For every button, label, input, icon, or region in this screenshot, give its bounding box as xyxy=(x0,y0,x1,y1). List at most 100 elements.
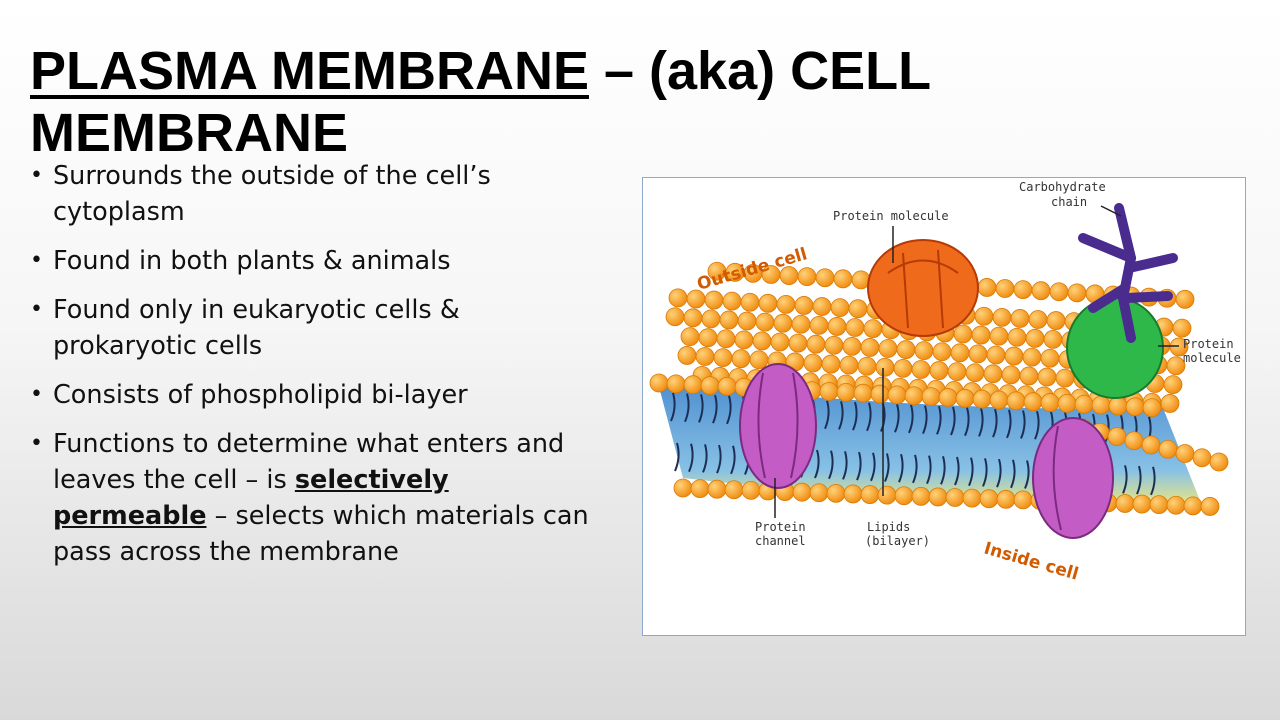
phospholipid-head xyxy=(983,364,1003,384)
phospholipid-head xyxy=(803,353,823,373)
phospholipid-head xyxy=(649,373,669,393)
fatty-acid-tail xyxy=(894,403,904,483)
bullet-text: Surrounds the outside of the cell’s cyto… xyxy=(53,161,491,227)
phospholipid-head xyxy=(857,356,877,376)
phospholipid-head xyxy=(821,354,841,374)
bullet-text: Found in both plants & animals xyxy=(53,246,451,276)
phospholipid-head xyxy=(979,489,999,509)
phospholipid-head xyxy=(1169,337,1189,357)
phospholipid-head xyxy=(690,479,710,498)
phospholipid-head xyxy=(875,357,895,377)
phospholipid-head xyxy=(938,388,958,407)
bullet-text: Found only in eukaryotic cells & prokary… xyxy=(53,295,460,361)
phospholipid-head xyxy=(965,363,985,383)
fatty-acid-tail xyxy=(1006,409,1016,489)
phospholipid-head xyxy=(758,293,778,313)
phospholipid-head xyxy=(731,349,751,369)
phospholipid-head xyxy=(788,333,808,353)
label-protein-channel-line2: channel xyxy=(755,534,806,548)
phospholipid-head xyxy=(1091,395,1111,415)
fatty-acid-tail xyxy=(824,400,834,480)
phospholipid-head xyxy=(773,313,793,333)
title-rest: – (aka) CELL MEMBRANE xyxy=(30,41,931,163)
phospholipid-head xyxy=(1158,439,1178,459)
phospholipid-head xyxy=(953,324,973,344)
phospholipid-head xyxy=(1057,393,1077,413)
phospholipid-head xyxy=(665,307,685,327)
phospholipid-head xyxy=(1115,494,1135,513)
phospholipid-head xyxy=(1192,448,1212,468)
phospholipid-head xyxy=(700,376,720,395)
phospholipid-head xyxy=(929,361,949,380)
phospholipid-head xyxy=(1007,327,1027,347)
bullet-item: Found in both plants & animals xyxy=(30,243,610,279)
label-protein-molecule-right-line2: molecule xyxy=(1183,351,1241,365)
phospholipid-head xyxy=(1149,495,1169,515)
phospholipid-head xyxy=(928,487,948,507)
phospholipid-head xyxy=(911,486,931,506)
protein-channel-right xyxy=(1032,417,1114,539)
phospholipid-head xyxy=(1013,280,1033,299)
fatty-acid-tail xyxy=(922,405,932,484)
phospholipid-head xyxy=(776,294,796,314)
phospholipid-head xyxy=(812,297,832,316)
fatty-acid-tail xyxy=(684,393,694,473)
bullet-text: Consists of phospholipid bi-layer xyxy=(53,380,468,410)
phospholipid-head xyxy=(921,387,941,407)
phospholipid-head xyxy=(950,343,970,363)
phospholipid-head xyxy=(830,298,850,318)
fatty-acid-tail xyxy=(712,394,722,474)
phospholipid-head xyxy=(741,480,761,500)
phospholipid-head xyxy=(668,288,688,308)
fatty-acid-tail xyxy=(964,407,974,487)
phospholipid-head xyxy=(870,384,890,404)
phospholipid-head xyxy=(792,482,812,502)
phospholipid-head xyxy=(683,375,703,395)
phospholipid-head xyxy=(1010,309,1030,328)
fatty-acid-tail xyxy=(950,406,960,486)
phospholipid-head xyxy=(824,335,844,355)
phospholipid-head xyxy=(974,306,994,326)
phospholipid-head xyxy=(740,292,760,312)
phospholipid-head xyxy=(752,331,772,351)
phospholipid-head xyxy=(1175,289,1195,309)
phospholipid-head xyxy=(701,309,721,329)
phospholipid-head xyxy=(1001,365,1021,385)
phospholipid-head xyxy=(809,315,829,335)
phospholipid-head xyxy=(1025,328,1045,348)
phospholipid-head xyxy=(971,325,991,345)
phospholipid-head xyxy=(695,347,715,366)
phospholipid-head xyxy=(1209,452,1229,472)
phospholipid-head xyxy=(955,388,975,408)
phospholipid-head xyxy=(1163,375,1183,395)
phospholipid-head xyxy=(848,299,868,319)
protein-molecule-top xyxy=(867,239,979,337)
label-inside-cell: Inside cell xyxy=(982,539,1081,585)
fatty-acid-tail xyxy=(838,401,848,480)
phospholipid-head xyxy=(1040,393,1060,412)
phospholipid-head xyxy=(833,269,853,289)
phospholipid-head xyxy=(1067,283,1087,303)
phospholipid-head xyxy=(680,327,700,347)
phospholipid-head xyxy=(1166,495,1186,515)
phospholipid-head xyxy=(896,340,916,359)
phospholipid-head xyxy=(853,383,873,403)
phospholipid-head xyxy=(860,485,880,504)
fatty-acid-tail xyxy=(1020,410,1030,489)
phospholipid-head xyxy=(878,339,898,358)
phospholipid-head xyxy=(972,389,992,409)
phospholipid-head xyxy=(843,484,863,504)
phospholipid-head xyxy=(839,355,859,375)
phospholipid-head xyxy=(819,382,839,401)
label-protein-channel-line1: Protein xyxy=(755,520,806,534)
label-carbohydrate-chain-line1: Carbohydrate xyxy=(1019,180,1106,194)
phospholipid-head xyxy=(845,318,865,337)
phospholipid-head xyxy=(666,374,686,394)
phospholipid-head xyxy=(996,489,1016,509)
phospholipid-head xyxy=(719,310,739,330)
phospholipid-head xyxy=(713,348,733,368)
phospholipid-head xyxy=(806,334,826,354)
label-leader-lines xyxy=(774,205,1179,518)
phospholipid-head xyxy=(962,488,982,508)
phospholipid-head xyxy=(717,376,737,396)
